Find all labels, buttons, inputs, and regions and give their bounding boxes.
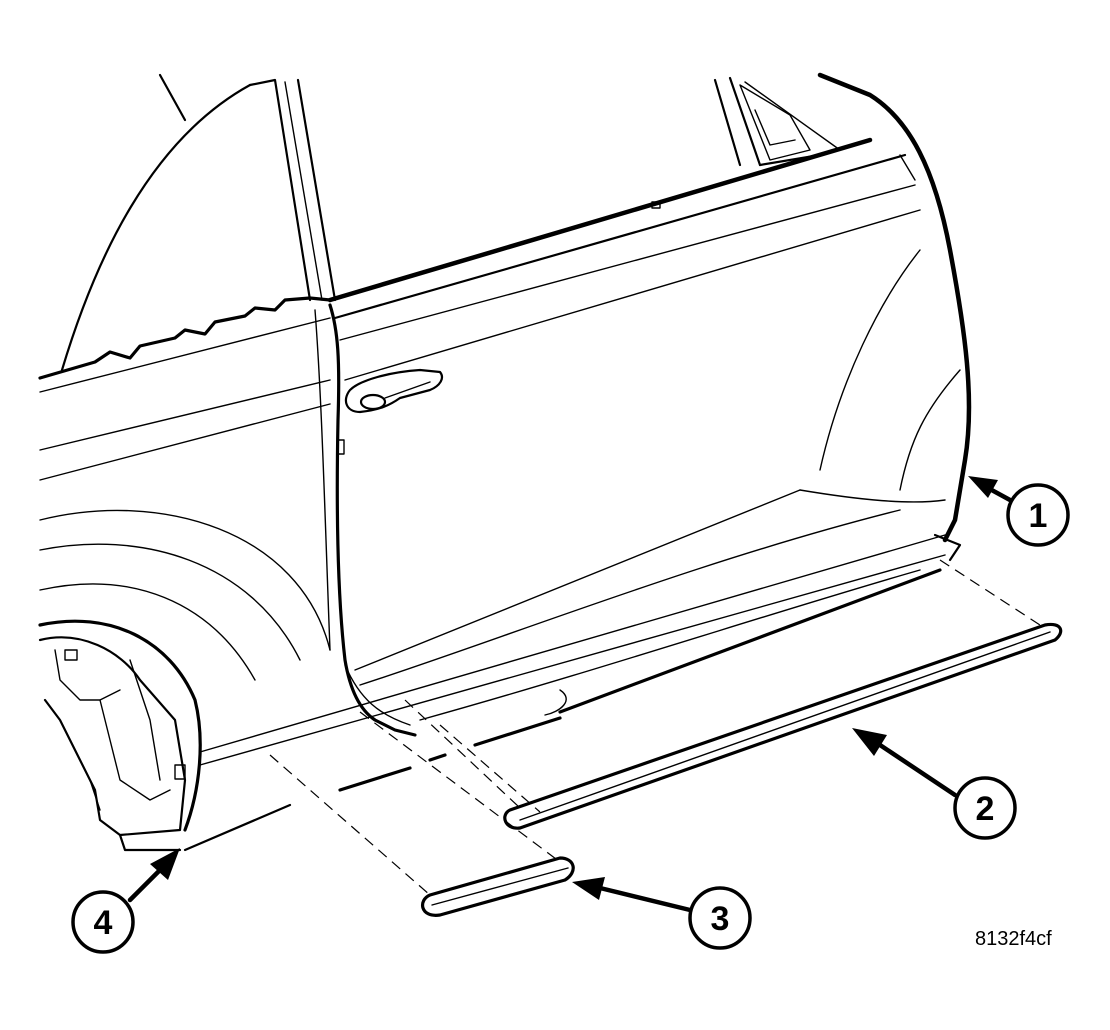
- alignment-lines: [269, 559, 1041, 896]
- rocker-panel: [183, 489, 946, 852]
- front-window-frame: [713, 76, 841, 167]
- callout-3-label: 3: [711, 900, 730, 938]
- door-gap: [314, 303, 417, 737]
- rear-window-pillar: [60, 73, 337, 372]
- callout-4-label: 4: [94, 904, 113, 942]
- figure-reference-code: 8132f4cf: [975, 928, 1052, 950]
- rear-belt-trim: [38, 296, 332, 481]
- callout-4: 4: [71, 890, 135, 954]
- callout-2-label: 2: [976, 790, 995, 828]
- callout-3: 3: [688, 886, 752, 950]
- leader-arrows: [127, 476, 1013, 913]
- callout-1-label: 1: [1029, 497, 1048, 535]
- callout-1: 1: [1006, 483, 1070, 547]
- front-door-upper: [327, 137, 921, 381]
- door-handle: [344, 368, 444, 414]
- callout-2: 2: [953, 776, 1017, 840]
- front-door-molding: [503, 622, 1063, 830]
- rear-door-molding: [421, 856, 575, 917]
- front-fender-edge: [817, 72, 972, 562]
- rear-wheel-arch: [38, 509, 331, 852]
